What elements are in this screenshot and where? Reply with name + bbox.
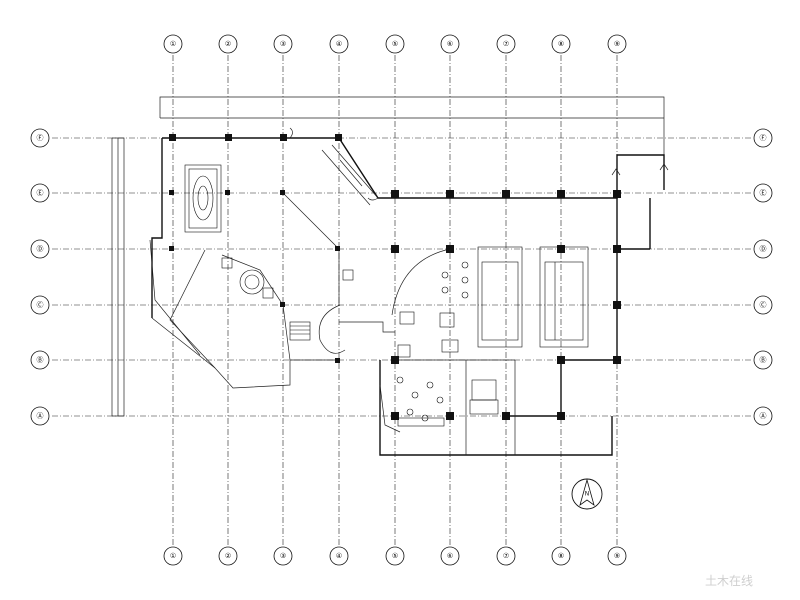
svg-text:⑧: ⑧ [558, 40, 564, 48]
svg-text:Ⓕ: Ⓕ [760, 134, 767, 142]
grid-label-left-B: Ⓑ [30, 350, 50, 370]
grid-label-bottom-8: ⑧ [551, 546, 571, 566]
grid-label-left-D: Ⓓ [30, 239, 50, 259]
svg-text:⑦: ⑦ [503, 40, 509, 48]
svg-text:⑤: ⑤ [392, 552, 398, 560]
horizontal-axis-lines [52, 137, 752, 417]
svg-text:⑤: ⑤ [392, 40, 398, 48]
svg-text:④: ④ [336, 40, 342, 48]
svg-text:Ⓔ: Ⓔ [37, 189, 44, 197]
grid-label-bottom-7: ⑦ [496, 546, 516, 566]
pool-right [539, 246, 589, 348]
grid-label-left-A: Ⓐ [30, 406, 50, 426]
north-arrow: N [571, 478, 603, 510]
watermark-text: 土木在线 [705, 574, 753, 588]
grid-label-bottom-9: ⑨ [607, 546, 627, 566]
carpet-feature [184, 164, 222, 233]
column-labels-top: ① ② ③ ④ ⑤ ⑥ ⑦ ⑧ ⑨ [163, 34, 627, 54]
grid-label-right-F: Ⓕ [753, 128, 773, 148]
svg-text:③: ③ [280, 552, 286, 560]
grid-label-right-E: Ⓔ [753, 183, 773, 203]
grid-label-top-6: ⑥ [440, 34, 460, 54]
svg-text:Ⓑ: Ⓑ [37, 356, 44, 364]
grid-label-top-8: ⑧ [551, 34, 571, 54]
row-labels-left: Ⓕ Ⓔ Ⓓ Ⓒ Ⓑ Ⓐ [30, 128, 50, 426]
grid-label-top-9: ⑨ [607, 34, 627, 54]
stair-feature [289, 321, 311, 341]
grid-label-top-3: ③ [273, 34, 293, 54]
structural-columns [169, 134, 621, 420]
door-swings [289, 127, 669, 201]
svg-text:②: ② [225, 552, 231, 560]
grid-label-left-E: Ⓔ [30, 183, 50, 203]
svg-text:Ⓓ: Ⓓ [37, 245, 44, 253]
grid-label-bottom-5: ⑤ [385, 546, 405, 566]
svg-text:Ⓒ: Ⓒ [37, 301, 44, 309]
svg-text:Ⓑ: Ⓑ [760, 356, 767, 364]
grid-label-right-C: Ⓒ [753, 295, 773, 315]
grid-label-top-2: ② [218, 34, 238, 54]
column-labels-bottom: ① ② ③ ④ ⑤ ⑥ ⑦ ⑧ ⑨ [163, 546, 627, 566]
grid-label-top-4: ④ [329, 34, 349, 54]
svg-text:Ⓕ: Ⓕ [37, 134, 44, 142]
grid-label-top-1: ① [163, 34, 183, 54]
building-outline [111, 96, 665, 456]
svg-text:④: ④ [336, 552, 342, 560]
svg-text:Ⓔ: Ⓔ [760, 189, 767, 197]
svg-text:⑨: ⑨ [614, 552, 620, 560]
grid-label-top-7: ⑦ [496, 34, 516, 54]
svg-text:⑥: ⑥ [447, 552, 453, 560]
grid-label-left-C: Ⓒ [30, 295, 50, 315]
svg-text:Ⓒ: Ⓒ [760, 301, 767, 309]
grid-label-right-D: Ⓓ [753, 239, 773, 259]
svg-text:②: ② [225, 40, 231, 48]
svg-text:⑦: ⑦ [503, 552, 509, 560]
grid-label-left-F: Ⓕ [30, 128, 50, 148]
dining-tables [342, 261, 499, 427]
grid-label-bottom-1: ① [163, 546, 183, 566]
grid-label-bottom-4: ④ [329, 546, 349, 566]
round-table-feature [221, 257, 274, 299]
grid-label-bottom-6: ⑥ [440, 546, 460, 566]
svg-text:⑧: ⑧ [558, 552, 564, 560]
grid-label-bottom-2: ② [218, 546, 238, 566]
svg-text:Ⓐ: Ⓐ [37, 412, 44, 420]
svg-text:⑨: ⑨ [614, 40, 620, 48]
interior-partitions [169, 144, 451, 369]
svg-text:Ⓓ: Ⓓ [760, 245, 767, 253]
pool-left [477, 246, 523, 348]
svg-text:⑥: ⑥ [447, 40, 453, 48]
grid-label-right-A: Ⓐ [753, 406, 773, 426]
svg-text:Ⓐ: Ⓐ [760, 412, 767, 420]
svg-text:①: ① [170, 552, 176, 560]
grid-label-right-B: Ⓑ [753, 350, 773, 370]
grid-label-bottom-3: ③ [273, 546, 293, 566]
north-label: N [585, 491, 590, 498]
svg-text:③: ③ [280, 40, 286, 48]
svg-text:①: ① [170, 40, 176, 48]
row-labels-right: Ⓕ Ⓔ Ⓓ Ⓒ Ⓑ Ⓐ [753, 128, 773, 426]
grid-label-top-5: ⑤ [385, 34, 405, 54]
